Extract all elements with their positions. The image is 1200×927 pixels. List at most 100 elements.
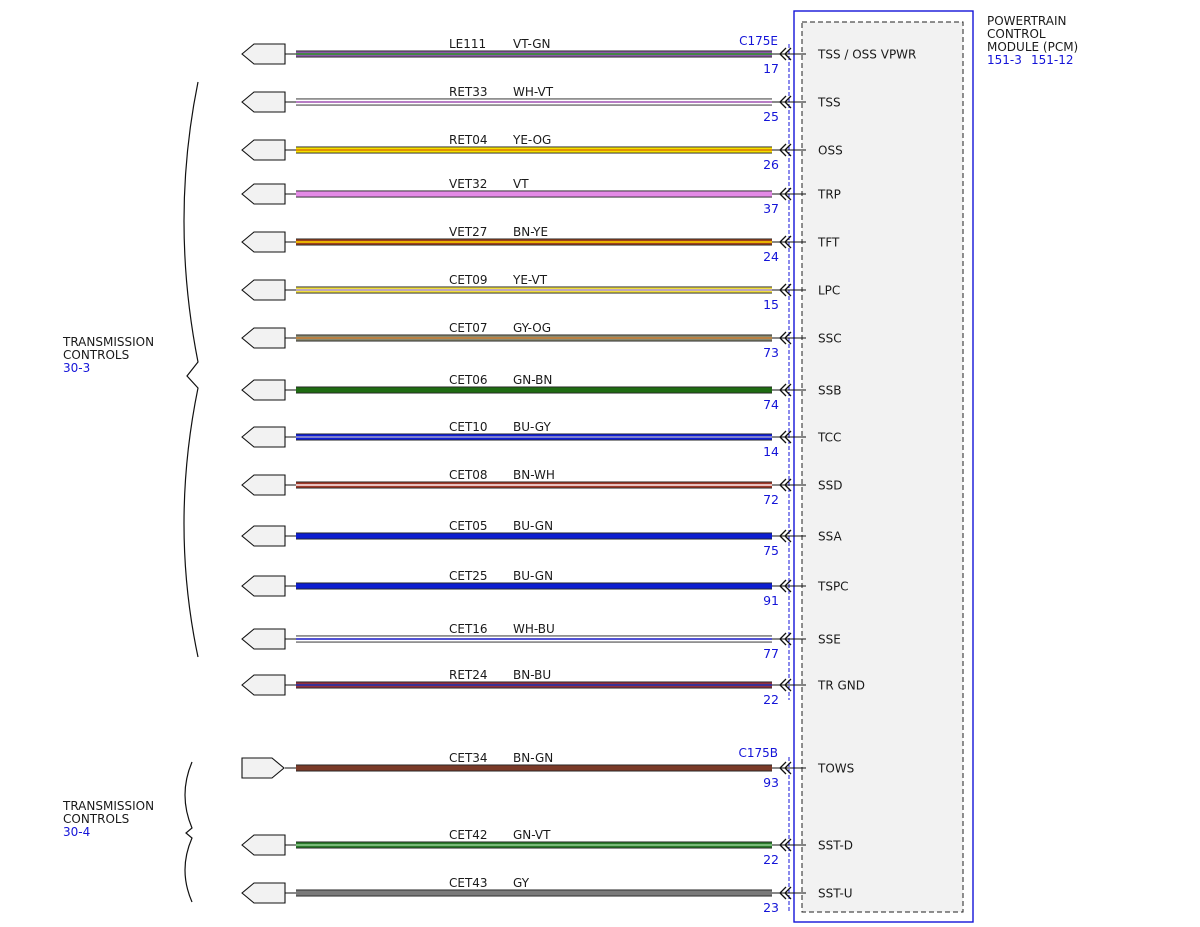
wire-color-code: WH-BU — [513, 622, 555, 636]
off-page-connector-icon[interactable] — [241, 757, 285, 779]
circuit-label: CET08 — [449, 468, 488, 482]
wire-stripe-color — [296, 241, 772, 243]
off-page-connector-icon[interactable] — [241, 91, 286, 113]
pin-number: 25 — [763, 109, 779, 124]
group-ref-link[interactable]: 30-4 — [63, 825, 90, 839]
terminal-arrow-icon — [784, 761, 792, 775]
signal-name: TFT — [817, 236, 840, 250]
pin-number: 26 — [763, 157, 779, 172]
terminal-arrow-icon — [784, 529, 792, 543]
wire-color-code: GY-OG — [513, 321, 551, 335]
wire-stripe-color — [296, 53, 772, 55]
off-page-connector-icon[interactable] — [241, 575, 286, 597]
wire-row: CET16 WH-BU 77 SSE — [241, 622, 841, 661]
off-page-connector-icon[interactable] — [241, 882, 286, 904]
group-ref-link[interactable]: 30-3 — [63, 361, 90, 375]
circuit-label: CET43 — [449, 876, 488, 890]
circuit-label: CET16 — [449, 622, 488, 636]
signal-name: SSE — [818, 633, 841, 647]
circuit-label: RET33 — [449, 85, 488, 99]
signal-name: SSB — [818, 384, 841, 398]
terminal-arrow-icon — [779, 283, 787, 297]
wire-color-code: BN-BU — [513, 668, 551, 682]
circuit-label: RET04 — [449, 133, 488, 147]
group-label-line-1: TRANSMISSION — [62, 335, 154, 349]
off-page-connector-icon[interactable] — [241, 674, 286, 696]
signal-name: LPC — [818, 284, 840, 298]
off-page-connector-icon[interactable] — [241, 525, 286, 547]
circuit-label: VET27 — [449, 225, 487, 239]
signal-name: TCC — [817, 431, 841, 445]
signal-name: SSC — [818, 332, 842, 346]
pin-number: 91 — [763, 593, 779, 608]
wire-color-code: WH-VT — [513, 85, 554, 99]
off-page-connector-icon[interactable] — [241, 43, 286, 65]
pin-number: 75 — [763, 543, 779, 558]
connector-label-c175e[interactable]: C175E — [739, 34, 778, 48]
circuit-label: CET05 — [449, 519, 488, 533]
wire-color-code: GY — [513, 876, 530, 890]
terminal-arrow-icon — [779, 761, 787, 775]
terminal-arrow-icon — [779, 579, 787, 593]
signal-name: SSD — [818, 479, 842, 493]
wire-color-code: BU-GN — [513, 569, 553, 583]
off-page-connector-icon[interactable] — [241, 279, 286, 301]
wire-stripe-color — [296, 484, 772, 486]
wire-color-code: YE-VT — [512, 273, 548, 287]
terminal-arrow-icon — [779, 529, 787, 543]
wire-stripe-color — [296, 684, 772, 686]
group-label-line-2: CONTROLS — [63, 812, 129, 826]
wire-color-code: BN-YE — [513, 225, 548, 239]
terminal-arrow-icon — [779, 95, 787, 109]
terminal-arrow-icon — [784, 678, 792, 692]
wire-stripe-color — [296, 101, 772, 103]
off-page-connector-icon[interactable] — [241, 834, 286, 856]
off-page-connector-icon[interactable] — [241, 183, 286, 205]
terminal-arrow-icon — [784, 838, 792, 852]
terminal-arrow-icon — [779, 478, 787, 492]
circuit-label: CET07 — [449, 321, 488, 335]
brace-group-1 — [183, 81, 199, 658]
signal-name: TSS / OSS VPWR — [817, 48, 916, 62]
terminal-arrow-icon — [784, 235, 792, 249]
module-ref-link[interactable]: 151-3 — [987, 53, 1022, 67]
pin-number: 77 — [763, 646, 779, 661]
terminal-arrow-icon — [779, 838, 787, 852]
signal-name: TRP — [817, 188, 841, 202]
terminal-arrow-icon — [784, 143, 792, 157]
circuit-label: CET42 — [449, 828, 488, 842]
off-page-connector-icon[interactable] — [241, 231, 286, 253]
wire-color-code: BU-GN — [513, 519, 553, 533]
wire-stripe-color — [296, 844, 772, 846]
pin-number: 15 — [763, 297, 779, 312]
off-page-connector-icon[interactable] — [241, 379, 286, 401]
signal-name: SST-D — [818, 839, 853, 853]
signal-name: TOWS — [817, 762, 854, 776]
signal-name: OSS — [818, 144, 843, 158]
off-page-connector-icon[interactable] — [241, 426, 286, 448]
off-page-connector-icon[interactable] — [241, 327, 286, 349]
pin-number: 72 — [763, 492, 779, 507]
terminal-arrow-icon — [779, 383, 787, 397]
terminal-arrow-icon — [784, 383, 792, 397]
connector-label-c175b[interactable]: C175B — [738, 746, 778, 760]
module-ref-link[interactable]: 151-12 — [1031, 53, 1074, 67]
off-page-connector-icon[interactable] — [241, 139, 286, 161]
off-page-connector-icon[interactable] — [241, 474, 286, 496]
off-page-connector-icon[interactable] — [241, 628, 286, 650]
module-title-line-3: MODULE (PCM) — [987, 40, 1078, 54]
pin-number: 22 — [763, 852, 779, 867]
module-title-line-1: POWERTRAIN — [987, 14, 1067, 28]
wire-stripe-color — [296, 638, 772, 640]
wire-color-code: GN-BN — [513, 373, 552, 387]
pin-number: 73 — [763, 345, 779, 360]
wire-stripe-color — [296, 337, 772, 339]
